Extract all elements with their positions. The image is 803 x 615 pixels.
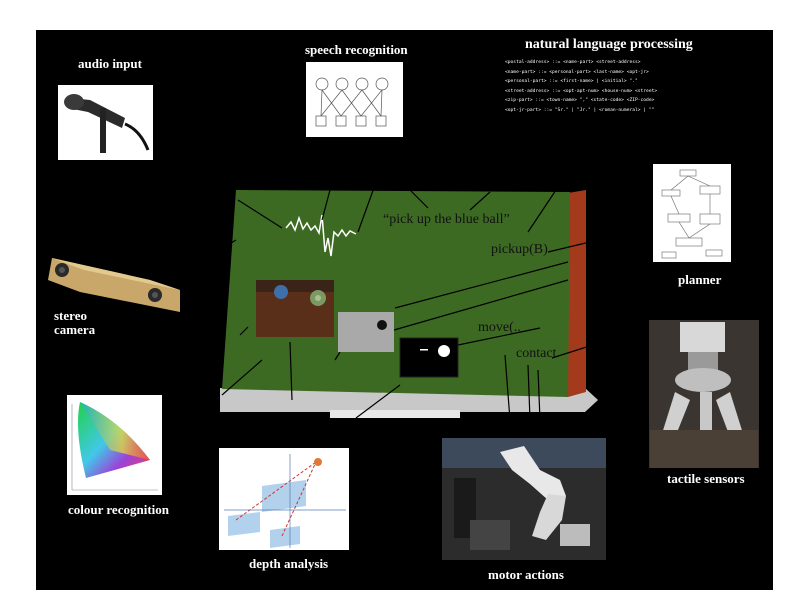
- grammar-line: <zip-part> ::= <town-name> "," <state-co…: [505, 98, 655, 104]
- mask-image: [399, 337, 459, 378]
- board-utterance: “pick up the blue ball”: [383, 212, 510, 227]
- robot-arm-photo: [442, 438, 606, 560]
- label-depth-analysis: depth analysis: [249, 556, 329, 571]
- label-nlp: natural language processing: [525, 37, 693, 52]
- blue-ball-photo: [274, 285, 288, 299]
- grammar-snippet: <postal-address> ::= <name-part> <street…: [505, 58, 705, 116]
- colour-gamut-diagram: [67, 395, 162, 495]
- waveform: [285, 214, 357, 257]
- depth-analysis-diagram: [219, 448, 349, 550]
- planner-flowchart: [653, 164, 731, 262]
- stereo-camera-photo: [48, 258, 180, 312]
- grammar-line: <personal-part> ::= <first-name> | <init…: [505, 79, 638, 85]
- label-stereo-camera: stereo camera: [54, 308, 96, 337]
- grammar-line: <name-part> ::= <personal-part> <last-na…: [505, 69, 649, 75]
- label-tactile-sensors: tactile sensors: [667, 471, 745, 486]
- grammar-line: <street-address> ::= <opt-apt-num> <hous…: [505, 88, 658, 94]
- grammar-line: <postal-address> ::= <name-part> <street…: [505, 60, 641, 65]
- grammar-line: <opt-jr-part> ::= "Sr." | "Jr." | <roman…: [505, 107, 655, 113]
- connector-lines: [219, 137, 641, 421]
- label-colour-recognition: colour recognition: [68, 502, 169, 517]
- board-edge: [568, 190, 586, 397]
- label-planner: planner: [678, 272, 722, 287]
- board-move: move(..: [478, 320, 521, 335]
- label-speech-recognition: speech recognition: [305, 42, 408, 57]
- grey-segment-image: [338, 312, 394, 352]
- label-motor-actions: motor actions: [488, 567, 564, 582]
- board-logical-form: pickup(B): [491, 242, 548, 257]
- label-audio-input: audio input: [78, 56, 142, 71]
- board-contact: contact: [516, 346, 557, 361]
- green-board: [222, 190, 570, 397]
- board-tray-shadow: [330, 410, 460, 418]
